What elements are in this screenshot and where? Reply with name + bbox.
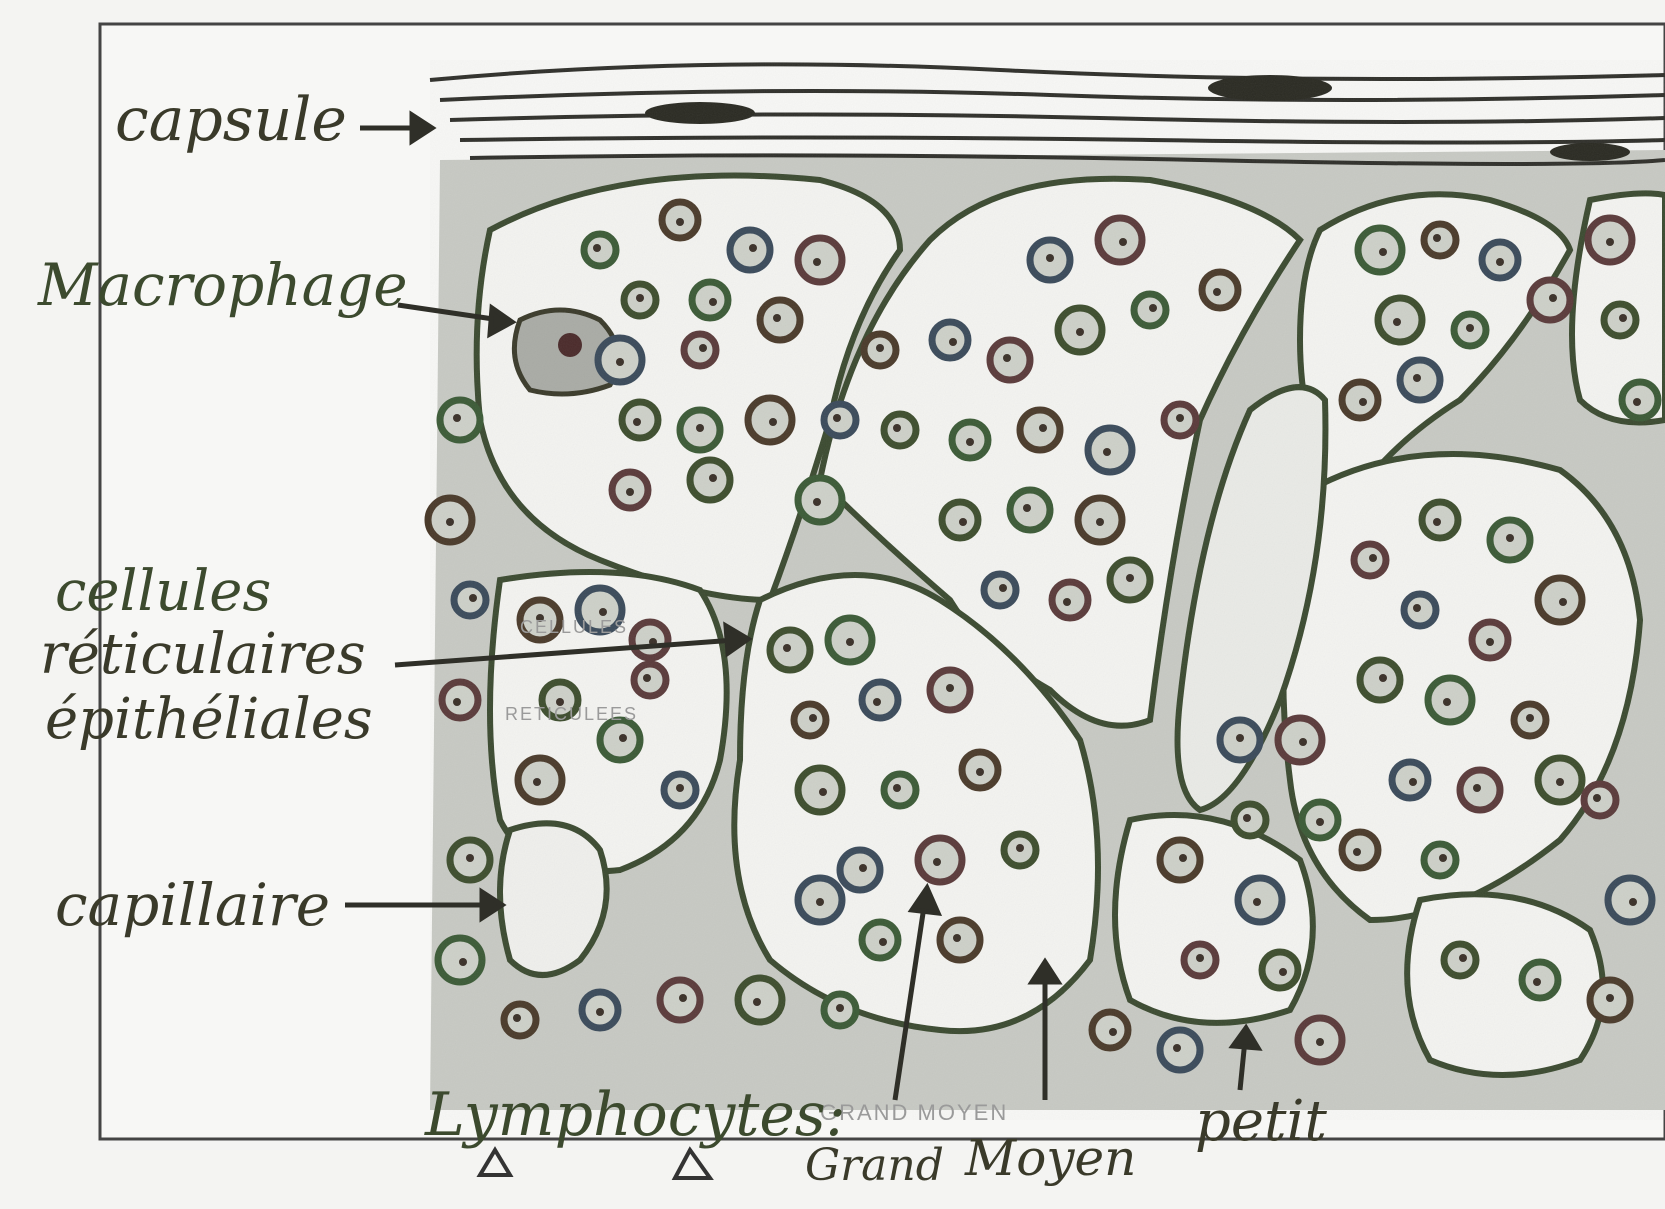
printed-label-grand-moyen: GRAND MOYEN bbox=[820, 1100, 1008, 1125]
label-macrophage: Macrophage bbox=[37, 251, 408, 319]
label-grand: Grand bbox=[805, 1140, 944, 1191]
printed-label-cellules: CELLULES bbox=[520, 617, 628, 637]
printed-label-reticulees: RETICULEES bbox=[505, 704, 638, 724]
label-capsule: capsule bbox=[115, 85, 347, 155]
label-cellules-line1: cellules bbox=[55, 559, 271, 624]
label-moyen: Moyen bbox=[964, 1129, 1136, 1187]
label-cellules-line2: réticulaires bbox=[40, 622, 366, 687]
label-capillaire: capillaire bbox=[55, 871, 330, 939]
lymphocyte-bracket bbox=[480, 1150, 710, 1178]
label-lymphocytes: Lymphocytes: bbox=[424, 1080, 846, 1150]
label-petit: petit bbox=[1195, 1089, 1327, 1154]
label-cellules-line3: épithéliales bbox=[45, 687, 373, 752]
